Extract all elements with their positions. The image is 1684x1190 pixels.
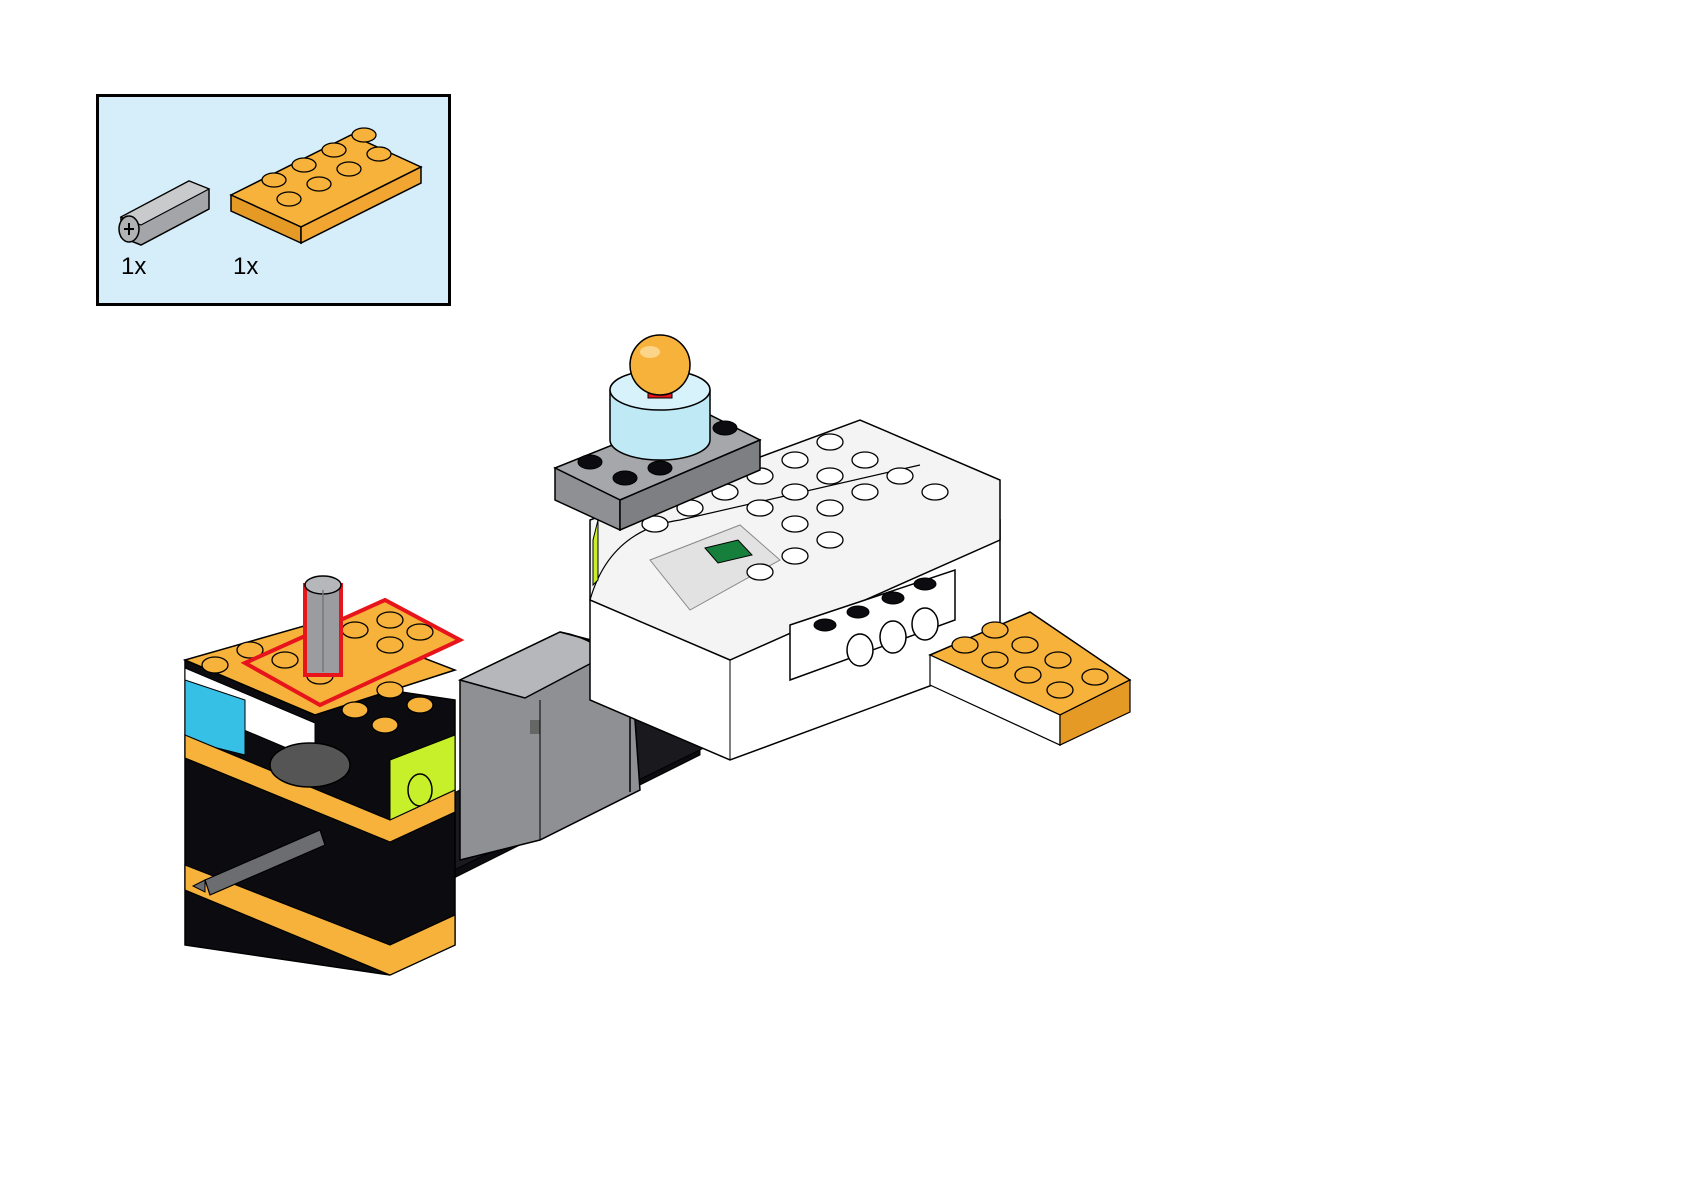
orange-plate-2x4-icon [229, 127, 423, 245]
quantity-label: 1x [121, 253, 147, 280]
orange-plate-right [928, 611, 1132, 746]
white-technic-brick [789, 568, 956, 682]
parts-illustration [118, 127, 423, 246]
orange-light-bulb [629, 334, 691, 396]
grey-axle-connector-icon [118, 180, 211, 246]
left-gear-tower [182, 619, 458, 976]
new-grey-axle-connector-highlighted [303, 575, 343, 677]
quantity-label: 1x [233, 253, 259, 280]
parts-list-callout: 1x 1x [96, 94, 451, 306]
